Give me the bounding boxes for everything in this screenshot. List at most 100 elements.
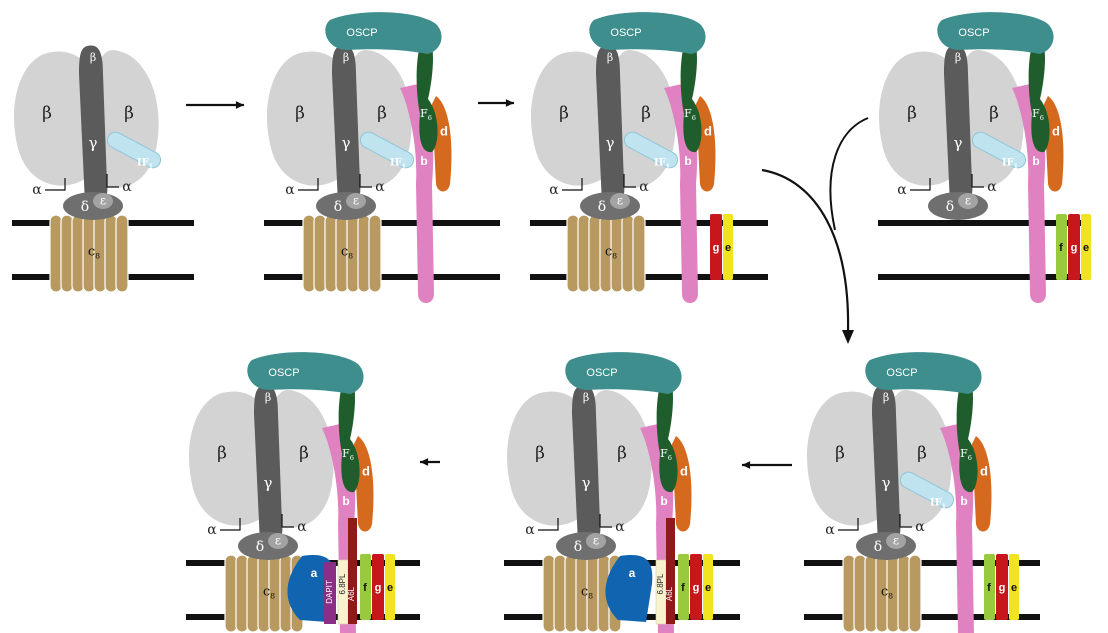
c-ring-subunit	[61, 215, 73, 292]
a-label: a	[311, 566, 318, 580]
g-label: g	[713, 242, 720, 254]
c-ring-subunit	[72, 215, 84, 292]
b-label: b	[420, 154, 427, 168]
delta-subunit	[316, 192, 376, 220]
c-ring-subunit	[578, 215, 590, 292]
g-label: g	[999, 582, 1006, 594]
c-ring-subunit	[314, 215, 326, 292]
c-ring-subunit	[247, 555, 259, 632]
f-label: f	[987, 582, 991, 594]
gamma-label: γ	[882, 474, 891, 492]
delta-label: δ	[574, 539, 582, 555]
c-ring-subunit	[116, 215, 128, 292]
beta-label-left: β	[907, 104, 917, 124]
epsilon-label: ε	[593, 534, 599, 548]
OSCP-subunit	[937, 12, 1053, 54]
OSCP-label: OSCP	[610, 27, 641, 39]
c-ring-subunit	[325, 215, 337, 292]
alpha-label-right: α	[615, 519, 625, 535]
epsilon-label: ε	[617, 194, 623, 208]
curved-arrow-4-to-5	[762, 170, 848, 332]
beta-label-top: β	[607, 51, 613, 64]
A6L-subunit	[348, 518, 357, 624]
epsilon-label: ε	[893, 534, 899, 548]
beta-label-right: β	[377, 104, 387, 124]
g-label: g	[1071, 242, 1078, 254]
c-ring-subunit	[909, 555, 921, 632]
OSCP-label: OSCP	[886, 367, 917, 379]
OSCP-label: OSCP	[586, 367, 617, 379]
gamma-label: γ	[582, 474, 591, 492]
panel-2: c8δεβββγααIF1bdF6OSCP	[264, 12, 500, 303]
alpha-label-right: α	[915, 519, 925, 535]
beta-label-right: β	[917, 444, 927, 464]
delta-label: δ	[256, 539, 264, 555]
OSCP-subunit	[325, 12, 441, 54]
b-label: b	[1032, 154, 1039, 168]
curved-arrow-4-to-5-head	[842, 330, 854, 344]
e-label: e	[1083, 242, 1089, 254]
alpha-label-left: α	[285, 182, 295, 198]
e-label: e	[705, 582, 711, 594]
c-ring-subunit	[854, 555, 866, 632]
OSCP-label: OSCP	[958, 27, 989, 39]
f-label: f	[681, 582, 685, 594]
beta-label-right: β	[989, 104, 999, 124]
delta-label: δ	[81, 199, 89, 215]
membrane-bottom	[264, 274, 500, 280]
g-label: g	[375, 582, 382, 594]
alpha-label-left: α	[525, 522, 535, 538]
beta-label-left: β	[295, 104, 305, 124]
OSCP-label: OSCP	[346, 27, 377, 39]
panel-5: c8δεβββγααIF1bdF6OSCPfge	[804, 352, 1040, 633]
beta-label-top: β	[955, 51, 961, 64]
panel-6: c8δεβββγααbdF6OSCPa6.8PLA6Lfge	[504, 352, 740, 633]
panel-4: δεβββγααIF1bdF6OSCPfge	[878, 12, 1091, 303]
c-ring-subunit	[358, 215, 370, 292]
epsilon-label: ε	[965, 194, 971, 208]
epsilon-label: ε	[353, 194, 359, 208]
g-label: g	[693, 582, 700, 594]
delta-label: δ	[946, 199, 954, 215]
epsilon-label: ε	[275, 534, 281, 548]
b-label: b	[684, 154, 691, 168]
c-ring-subunit	[622, 215, 634, 292]
c-ring-subunit	[236, 555, 248, 632]
beta-label-right: β	[124, 104, 134, 124]
alpha-label-right: α	[375, 179, 385, 195]
d-label: d	[362, 463, 370, 478]
delta-label: δ	[874, 539, 882, 555]
arrow-5-to-6-head	[742, 461, 750, 469]
delta-subunit	[238, 532, 298, 560]
c-ring-subunit	[369, 215, 381, 292]
e-label: e	[1011, 582, 1017, 594]
c-ring-subunit	[589, 215, 601, 292]
c-ring-subunit	[303, 215, 315, 292]
e-label: e	[725, 242, 731, 254]
e-label: e	[387, 582, 393, 594]
delta-subunit	[856, 532, 916, 560]
arrow-2-to-3-head	[506, 99, 514, 107]
d-label: d	[980, 463, 988, 478]
c-ring-subunit	[105, 215, 117, 292]
alpha-label-right: α	[639, 179, 649, 195]
alpha-label-right: α	[297, 519, 307, 535]
c-ring-subunit	[543, 555, 555, 632]
alpha-label-left: α	[825, 522, 835, 538]
beta-label-left: β	[42, 104, 52, 124]
beta-label-right: β	[641, 104, 651, 124]
alpha-label-left: α	[549, 182, 559, 198]
b-label: b	[342, 494, 349, 508]
arrow-6-to-7-head	[420, 458, 428, 466]
c-ring-subunit	[633, 215, 645, 292]
beta-label-left: β	[835, 444, 845, 464]
c-ring-subunit	[865, 555, 877, 632]
delta-subunit	[556, 532, 616, 560]
A6L-label: A6L	[665, 586, 674, 601]
delta-subunit	[580, 192, 640, 220]
alpha-label-left: α	[207, 522, 217, 538]
beta-label-top: β	[583, 391, 589, 404]
beta-label-left: β	[559, 104, 569, 124]
